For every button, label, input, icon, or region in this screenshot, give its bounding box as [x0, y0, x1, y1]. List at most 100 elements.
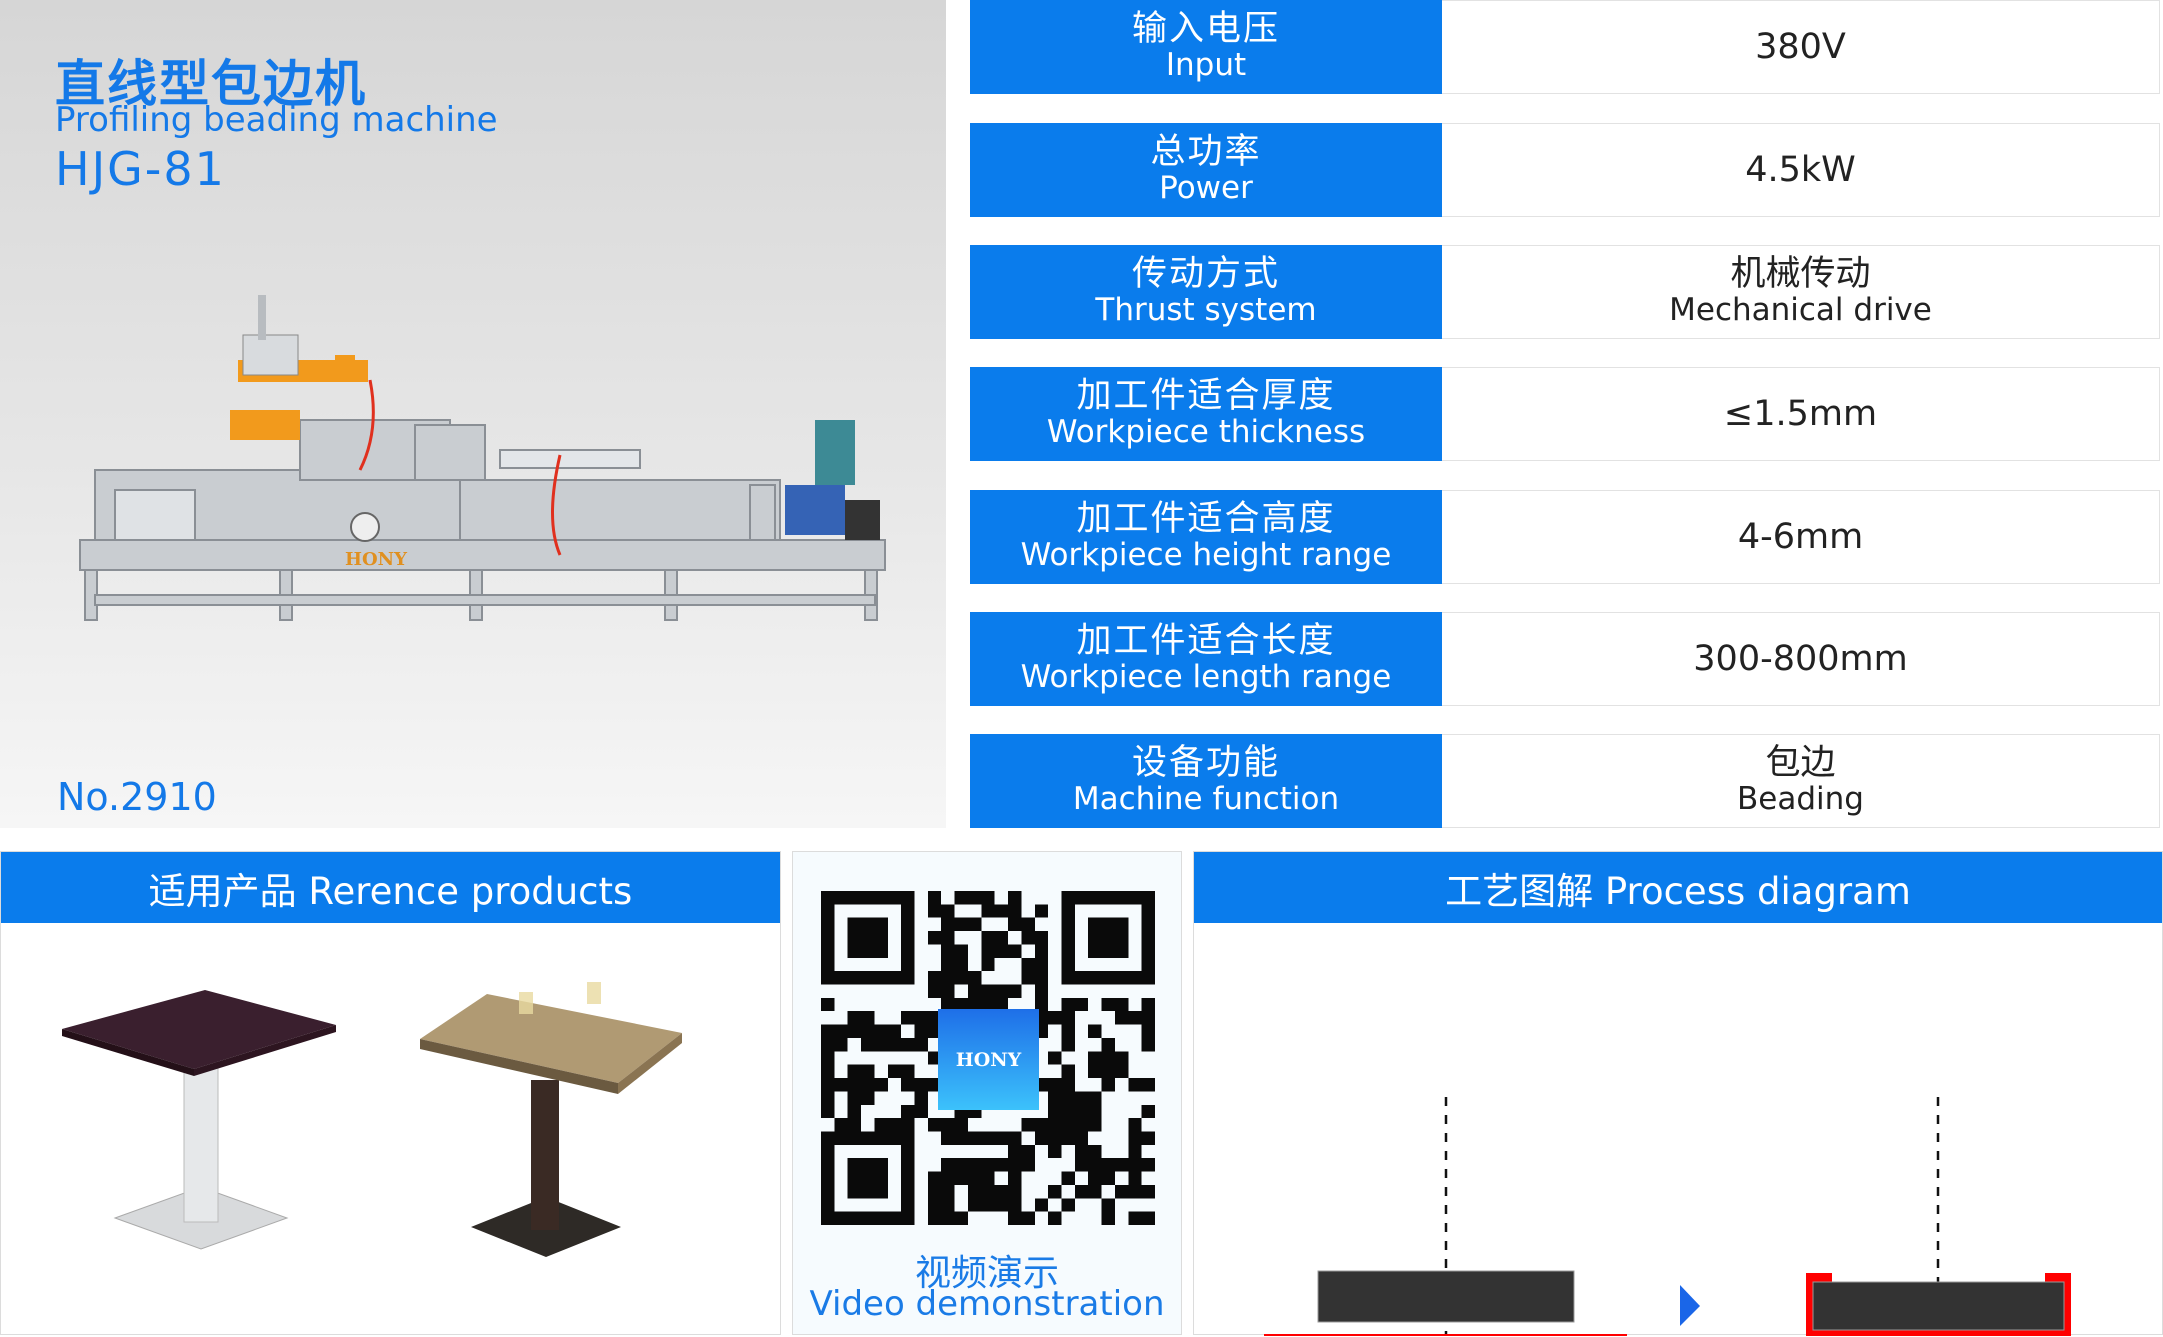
qr-module: [1048, 1184, 1062, 1199]
qr-module: [941, 1184, 955, 1199]
spec-label-en: Machine function: [1072, 781, 1340, 817]
qr-module: [1061, 997, 1075, 1012]
qr-module: [1114, 917, 1129, 932]
qr-module: [847, 1104, 862, 1119]
qr-module: [861, 1064, 875, 1079]
qr-module: [821, 891, 835, 905]
workpiece-before: [1317, 1270, 1575, 1323]
qr-module: [847, 1011, 862, 1025]
qr-module: [1074, 997, 1089, 1012]
qr-module: [1101, 1158, 1115, 1172]
qr-module: [874, 891, 888, 905]
qr-module: [901, 957, 915, 972]
spec-value-text: 机械传动: [1730, 254, 1871, 294]
qr-module: [887, 891, 902, 905]
qr-module: [1021, 971, 1035, 985]
spec-label-cn: 传动方式: [1131, 254, 1280, 294]
qr-module: [941, 917, 955, 932]
qr-module: [847, 1171, 862, 1185]
qr-module: [847, 971, 862, 985]
qr-module: [941, 904, 955, 918]
qr-module: [941, 1131, 955, 1145]
qr-module: [834, 1037, 848, 1052]
spec-label-cn: 设备功能: [1131, 743, 1280, 783]
qr-module: [1034, 997, 1049, 1012]
qr-module: [994, 997, 1009, 1012]
qr-module: [861, 1131, 875, 1145]
qr-module: [1061, 917, 1075, 932]
qr-module: [1021, 917, 1035, 932]
qr-module: [994, 944, 1009, 958]
qr-module: [1008, 1211, 1022, 1225]
qr-module: [1074, 1184, 1089, 1199]
qr-module: [901, 1011, 915, 1025]
qr-module: [834, 971, 848, 985]
qr-module: [861, 1171, 875, 1185]
workpiece-after: [1812, 1281, 2065, 1331]
qr-module: [821, 1198, 835, 1212]
qr-module: [1101, 971, 1115, 985]
qr-module: [994, 1198, 1009, 1212]
qr-module: [821, 1104, 835, 1119]
qr-module: [941, 984, 955, 998]
spec-value: 300-800mm: [1442, 612, 2160, 706]
qr-module: [927, 1184, 942, 1199]
qr-module: [1074, 1104, 1089, 1119]
qr-module: [1088, 917, 1102, 932]
qr-module: [901, 1184, 915, 1199]
qr-module: [901, 1037, 915, 1052]
qr-logo: HONY: [938, 1009, 1039, 1110]
qr-module: [927, 891, 942, 905]
qr-module: [1061, 1091, 1075, 1105]
spec-label-en: Workpiece thickness: [1046, 414, 1366, 450]
qr-module: [981, 944, 995, 958]
qr-module: [821, 1184, 835, 1199]
qr-module: [887, 1024, 902, 1038]
qr-module: [1141, 1037, 1155, 1052]
qr-module: [847, 1024, 862, 1038]
arrow-right-icon: [1680, 1285, 1700, 1326]
qr-module: [874, 1184, 888, 1199]
qr-module: [927, 1078, 942, 1092]
qr-module: [847, 1091, 862, 1105]
product-number: No.2910: [57, 775, 217, 819]
spec-value: ≤1.5mm: [1442, 367, 2160, 461]
qr-module: [941, 1158, 955, 1172]
qr-module: [1128, 1184, 1142, 1199]
qr-module: [1141, 1211, 1155, 1225]
qr-module: [927, 1051, 942, 1065]
qr-module: [1088, 1158, 1102, 1172]
qr-module: [847, 1184, 862, 1199]
qr-module: [1074, 891, 1089, 905]
qr-module: [821, 1024, 835, 1038]
qr-module: [927, 984, 942, 998]
qr-module: [1034, 1198, 1049, 1212]
qr-module: [1008, 984, 1022, 998]
spec-label-cn: 加工件适合高度: [1076, 499, 1336, 539]
qr-module: [994, 1158, 1009, 1172]
qr-module: [1141, 1078, 1155, 1092]
qr-caption-en: Video demonstration: [809, 1284, 1165, 1324]
qr-module: [1141, 891, 1155, 905]
qr-module: [967, 984, 982, 998]
qr-module: [981, 957, 995, 972]
qr-module: [1141, 1184, 1155, 1199]
spec-label-en: Thrust system: [1095, 292, 1317, 328]
qr-module: [914, 1104, 928, 1119]
qr-module: [927, 1211, 942, 1225]
qr-caption-cn: 视频演示: [914, 1253, 1059, 1294]
qr-module: [1141, 1024, 1155, 1038]
qr-module: [967, 1158, 982, 1172]
qr-module: [941, 1198, 955, 1212]
qr-module: [1021, 1211, 1035, 1225]
qr-module: [967, 891, 982, 905]
qr-module: [1074, 1118, 1089, 1132]
qr-module: [847, 1064, 862, 1079]
qr-module: [1128, 1144, 1142, 1159]
qr-module: [1048, 1051, 1062, 1065]
qr-module: [1141, 1104, 1155, 1119]
qr-module: [847, 1158, 862, 1172]
qr-module: [1128, 1158, 1142, 1172]
